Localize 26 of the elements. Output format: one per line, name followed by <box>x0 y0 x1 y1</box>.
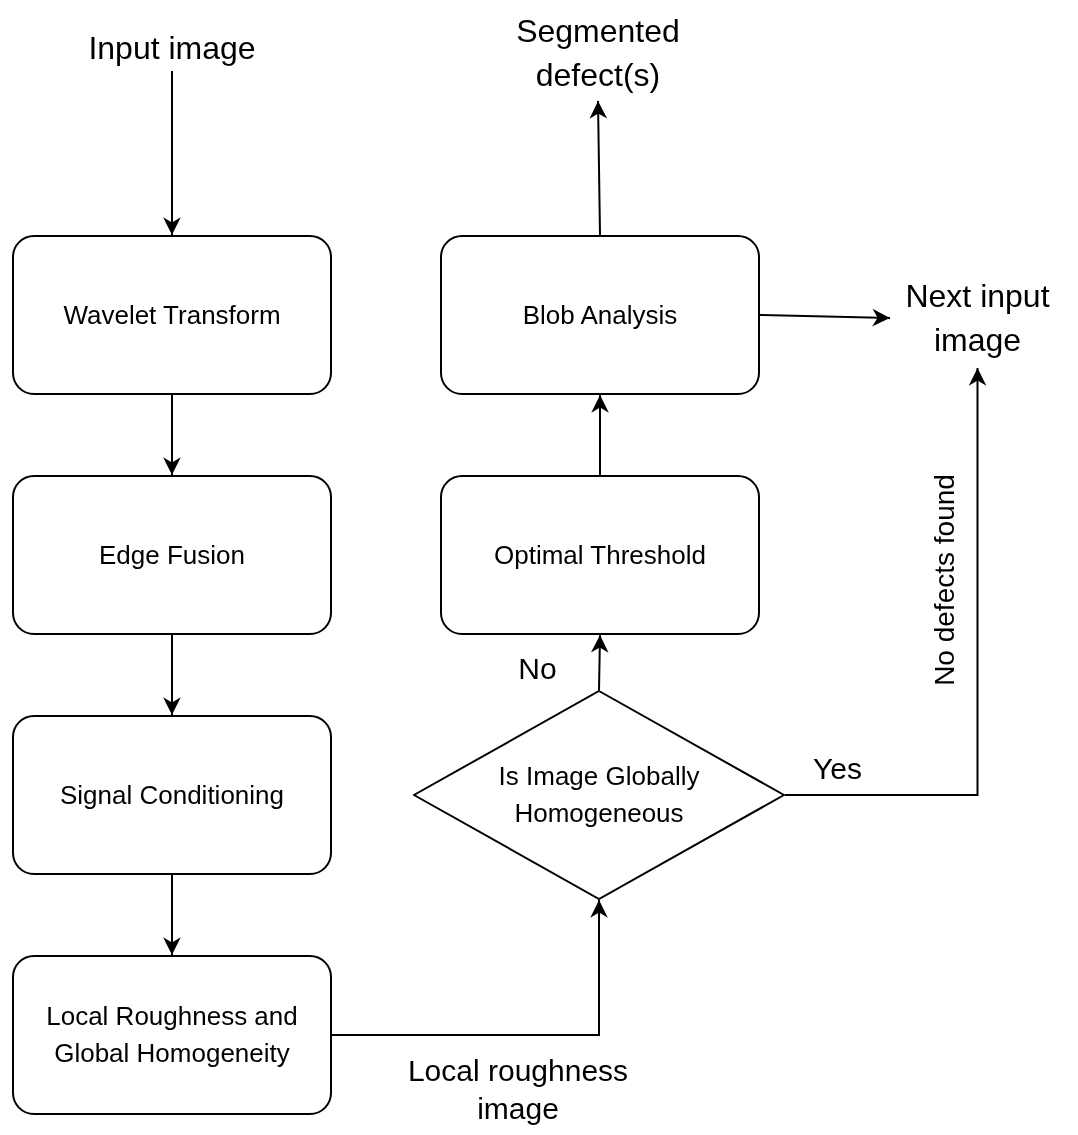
process-box <box>12 235 332 395</box>
step-label: Edge Fusion <box>98 538 246 572</box>
arrow <box>759 308 891 327</box>
step-label: Blob Analysis <box>521 298 679 332</box>
process-box <box>12 475 332 635</box>
arrow <box>163 70 181 236</box>
step-label: Optimal Threshold <box>493 538 707 572</box>
arrow <box>331 899 608 1036</box>
step-label: Wavelet Transform <box>62 298 282 332</box>
arrow <box>163 394 181 476</box>
arrow <box>163 874 181 956</box>
process-box <box>12 715 332 875</box>
arrow <box>591 394 609 476</box>
step-label: Signal Conditioning <box>58 778 285 812</box>
arrow <box>589 100 608 236</box>
process-box <box>440 475 760 635</box>
arrow <box>590 634 609 691</box>
step-label: Local Roughness and Global Homogeneity <box>45 1000 299 1070</box>
process-box <box>12 955 332 1115</box>
io-label: Input image <box>88 29 256 68</box>
step-label: Is Image Globally Homogeneous <box>497 760 701 830</box>
process-box <box>440 235 760 395</box>
io-label: Segmented defect(s) <box>515 12 681 95</box>
io-label: Next input image <box>904 277 1051 360</box>
arrow <box>784 367 987 796</box>
arrow <box>163 634 181 716</box>
